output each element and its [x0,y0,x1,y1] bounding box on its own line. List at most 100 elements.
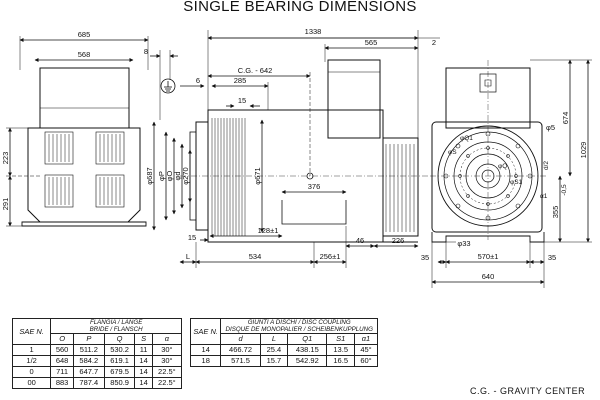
table-cell: 45° [353,344,379,356]
flange-col-header: O [50,333,74,345]
flange-col-header: S [134,333,153,345]
table-cell: 18 [189,355,222,367]
table-row: 0 711 647.7 679.5 14 22.5° [11,366,183,378]
table-cell: 16.5 [326,355,355,367]
dim-568: 568 [78,50,91,59]
dim-35-right: 35 [548,253,556,262]
flange-sae-header: SAE N. [11,318,52,345]
table-cell: 14 [134,355,153,367]
dim-355: 355 [551,206,560,219]
coupling-col-header: d [220,333,261,345]
table-row: 18 571.5 15.7 542.92 16.5 60° [189,355,379,367]
table-cell: 571.5 [220,355,261,367]
table-cell: 30° [151,355,183,367]
flange-col-header: Q [103,333,136,345]
dim-1338: 1338 [305,27,322,36]
side-view [150,30,440,268]
dim-l: L [186,252,190,261]
dim-35-left: 35 [421,253,429,262]
table-cell: 60° [353,355,379,367]
dim-285: 285 [234,76,247,85]
coupling-col-header: S1 [326,333,355,345]
coupling-col-header: Q1 [287,333,328,345]
dim-256: 256±1 [320,252,341,261]
drawing-title: SINGLE BEARING DIMENSIONS [183,0,416,15]
dim-phi-s: φS [448,149,457,156]
dim-phi-q: φQ [498,163,507,170]
table-cell: 30° [151,344,183,356]
dim-alpha-1: α1 [540,193,548,200]
table-cell: 466.72 [220,344,261,356]
dim-15-top: 15 [238,96,246,105]
table-cell: 542.92 [287,355,328,367]
table-row: 14 466.72 25.4 438.15 13.5 45° [189,344,379,356]
table-row: 1/2 648 584.2 619.1 14 30° [11,355,183,367]
coupling-group-header-1: GIUNTI A DISCHI / DISC COUPLING [247,319,351,326]
dim-674: 674 [561,112,570,125]
table-cell: 1 [11,344,52,356]
table-cell: 00 [11,377,52,389]
dim-565: 565 [365,38,378,47]
dim-cg: C.G. - 642 [238,66,273,75]
dim-6: 6 [196,76,200,85]
table-cell: 850.9 [103,377,136,389]
dim-570: 570±1 [478,252,499,261]
dim-phi-p: φP [157,171,166,181]
table-cell: 0 [11,366,52,378]
table-cell: 787.4 [72,377,105,389]
dim-2: 2 [432,38,436,47]
dim-15-bottom: 15 [188,233,196,242]
flange-table: SAE N. FLANGIA / LANGE BRIDE / FLANSCH O… [11,318,183,389]
table-cell: 22.5° [151,377,183,389]
table-cell: 14 [134,377,153,389]
table-cell: 647.7 [72,366,105,378]
table-row: 00 883 787.4 850.9 14 22.5° [11,377,183,389]
dim-640: 640 [482,272,495,281]
front-view [430,59,592,288]
dim-685: 685 [78,30,91,39]
table-cell: 679.5 [103,366,136,378]
ground-icon [160,78,176,94]
dim-46: 46 [356,236,364,245]
coupling-sae-header: SAE N. [189,318,222,345]
dim-phi-671: φ671 [253,167,262,184]
flange-col-header: P [72,333,105,345]
dim-minus-05: -0,5 [561,184,568,196]
table-cell: 711 [50,366,74,378]
dim-phi-33: φ33 [457,239,470,248]
dim-534: 534 [249,252,262,261]
dim-8: 8 [144,47,148,56]
table-cell: 14 [134,366,153,378]
table-cell: 560 [50,344,74,356]
table-row: 1 560 511.2 530.2 11 30° [11,344,183,356]
coupling-table: SAE N. GIUNTI A DISCHI / DISC COUPLING D… [189,318,379,367]
table-cell: 619.1 [103,355,136,367]
dim-291: 291 [1,198,10,211]
dim-phi-q1: φQ1 [460,135,473,142]
table-cell: 438.15 [287,344,328,356]
table-cell: 22.5° [151,366,183,378]
table-cell: 648 [50,355,74,367]
table-cell: 25.4 [259,344,289,356]
coupling-col-header: L [259,333,289,345]
dim-1029: 1029 [579,142,588,159]
flange-col-header: α [151,333,183,345]
dim-phi-s1: φS1 [510,179,523,186]
table-cell: 511.2 [72,344,105,356]
dim-phi-o: φO [165,170,174,181]
dim-phi-5: φ5 [546,123,555,132]
table-cell: 11 [134,344,153,356]
gravity-center-note: C.G. - GRAVITY CENTER [470,386,586,396]
dim-phi-687: φ687 [145,167,154,184]
dim-226: 226 [392,236,405,245]
rear-view [6,36,149,227]
dim-phi-d: φd [173,171,182,180]
table-cell: 1/2 [11,355,52,367]
dim-d-half: d/2 [543,161,550,170]
table-cell: 13.5 [326,344,355,356]
table-cell: 584.2 [72,355,105,367]
coupling-group-header-2: DISQUE DE MONOPALIER / SCHEIBENKUPPLUNG [225,326,373,333]
flange-group-header-2: BRIDE / FLANSCH [89,326,143,333]
coupling-group-header: GIUNTI A DISCHI / DISC COUPLING DISQUE D… [220,318,378,334]
